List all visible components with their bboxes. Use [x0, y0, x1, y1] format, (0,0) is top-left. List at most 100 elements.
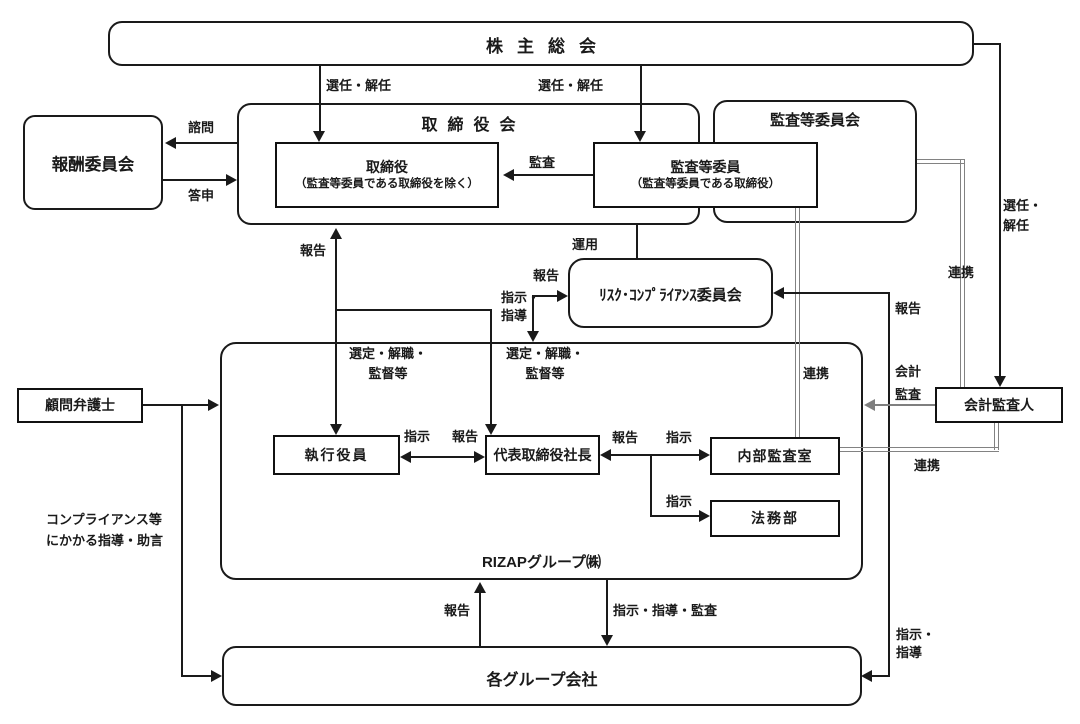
- label-select-supervise-1: 選定・解職・ 監督等: [348, 346, 427, 382]
- lawyer-label: 顧問弁護士: [45, 397, 115, 414]
- lawyer-box: 顧問弁護士: [17, 388, 143, 423]
- label-instruct-guide-risk: 指示・ 指導: [501, 290, 541, 324]
- arrowhead: [864, 399, 875, 411]
- arrowhead: [699, 510, 710, 522]
- edge-appoint-auditor-h: [973, 43, 1001, 45]
- board-of-directors-label: 取締役会: [421, 117, 526, 134]
- edge-president-internal: [609, 454, 701, 456]
- edge-cooperation-internal: [795, 207, 800, 437]
- edge-reply: [163, 179, 228, 181]
- arrowhead: [400, 451, 411, 463]
- edge-cooperation-auditor-h: [917, 159, 965, 164]
- audit-members-label: 監査等委員: [670, 158, 741, 175]
- arrowhead: [313, 131, 325, 142]
- directors-sublabel: （監査等委員である取締役を除く）: [295, 178, 479, 191]
- arrowhead: [485, 424, 497, 435]
- arrowhead: [226, 174, 237, 186]
- label-report-exec: 報告: [452, 429, 479, 444]
- label-report-to-board: 報告: [300, 243, 327, 258]
- edge-board-exec: [335, 238, 337, 425]
- label-cooperation-internal: 連携: [803, 366, 830, 381]
- edge-appoint-auditor-v: [999, 43, 1001, 377]
- label-cooperation-bottom: 連携: [914, 458, 941, 473]
- label-reply: 答申: [188, 188, 215, 203]
- edge-president-legal-v: [650, 455, 652, 517]
- label-report-to-risk: 報告: [533, 268, 560, 283]
- audit-members-sublabel: （監査等委員である取締役）: [630, 178, 781, 191]
- edge-consult: [175, 142, 237, 144]
- label-report-president: 報告: [612, 430, 639, 445]
- compensation-committee-label: 報酬委員会: [51, 156, 135, 174]
- label-audit: 監査: [529, 155, 556, 170]
- directors-label: 取締役: [366, 158, 408, 175]
- legal-dept-label: 法務部: [751, 510, 799, 527]
- legal-dept-box: 法務部: [710, 500, 840, 537]
- edge-audit: [513, 174, 593, 176]
- edge-lawyer-group: [181, 675, 212, 677]
- edge-accounting-audit: [873, 404, 935, 406]
- arrowhead: [330, 424, 342, 435]
- arrowhead: [601, 635, 613, 646]
- edge-risk-group-h-bottom: [871, 675, 890, 677]
- arrowhead: [634, 131, 646, 142]
- label-instruct-exec: 指示: [404, 429, 431, 444]
- label-instruct-legal: 指示: [666, 494, 693, 509]
- exec-officers-box: 執行役員: [273, 435, 400, 475]
- edge-group-report: [479, 592, 481, 646]
- arrowhead: [208, 399, 219, 411]
- accounting-auditor-label: 会計監査人: [964, 396, 1034, 413]
- arrowhead: [994, 376, 1006, 387]
- label-cooperation-auditor: 連携: [948, 265, 975, 280]
- arrowhead: [773, 287, 784, 299]
- edge-lawyer-rizap: [143, 404, 209, 406]
- label-instruct-internal: 指示: [666, 430, 693, 445]
- edge-operation: [636, 225, 638, 258]
- accounting-auditor-box: 会計監査人: [935, 387, 1063, 423]
- arrowhead: [557, 290, 568, 302]
- label-appoint-dismiss-2: 選任・解任: [538, 78, 604, 93]
- edge-president-legal-h: [650, 515, 700, 517]
- exec-officers-label: 執行役員: [304, 446, 369, 463]
- edge-appoint-audit-members: [640, 66, 642, 133]
- edge-risk-rizap-h: [532, 295, 558, 297]
- label-compliance-advice: コンプライアンス等 にかかる指導・助言: [46, 512, 164, 548]
- label-report-group: 報告: [444, 603, 471, 618]
- edge-cooperation-bottom-v: [994, 423, 999, 450]
- arrowhead: [527, 331, 539, 342]
- directors-box: 取締役 （監査等委員である取締役を除く）: [275, 142, 499, 208]
- rizap-group-label: RIZAPグループ㈱: [481, 554, 602, 571]
- president-label: 代表取締役社長: [493, 446, 592, 463]
- edge-group-instruct: [606, 580, 608, 637]
- label-instruct-guide-group: 指示・ 指導: [896, 627, 936, 661]
- shareholders-label: 株主総会: [486, 37, 610, 56]
- arrowhead: [699, 449, 710, 461]
- arrowhead: [165, 137, 176, 149]
- shareholders-box: [108, 21, 974, 66]
- label-operation: 運用: [572, 237, 599, 252]
- label-report-group-to-risk: 報告: [895, 301, 922, 316]
- edge-risk-rizap-v: [532, 295, 534, 333]
- edge-risk-group-v: [888, 293, 890, 677]
- arrowhead: [503, 169, 514, 181]
- compensation-committee-box: [23, 115, 163, 210]
- arrowhead: [330, 228, 342, 239]
- edge-exec-president: [409, 456, 476, 458]
- label-appoint-dismiss-3: 選任・ 解任: [1003, 198, 1043, 234]
- risk-compliance-committee-label: ﾘｽｸ･ｺﾝﾌﾟﾗｲｱﾝｽ委員会: [599, 287, 742, 304]
- edge-appoint-directors: [319, 66, 321, 133]
- president-box: 代表取締役社長: [485, 435, 600, 475]
- label-accounting-audit: 会計 監査: [895, 364, 922, 402]
- label-consult: 諮問: [188, 120, 215, 135]
- group-companies-label: 各グループ会社: [486, 672, 598, 689]
- internal-audit-label: 内部監査室: [737, 447, 813, 464]
- arrowhead: [474, 451, 485, 463]
- arrowhead: [474, 582, 486, 593]
- arrowhead: [600, 449, 611, 461]
- label-select-supervise-2: 選定・解職・ 監督等: [505, 346, 584, 382]
- edge-board-president-v: [490, 309, 492, 425]
- audit-committee-label: 監査等委員会: [769, 112, 860, 129]
- group-companies-box: [222, 646, 862, 706]
- arrowhead: [861, 670, 872, 682]
- arrowhead: [211, 670, 222, 682]
